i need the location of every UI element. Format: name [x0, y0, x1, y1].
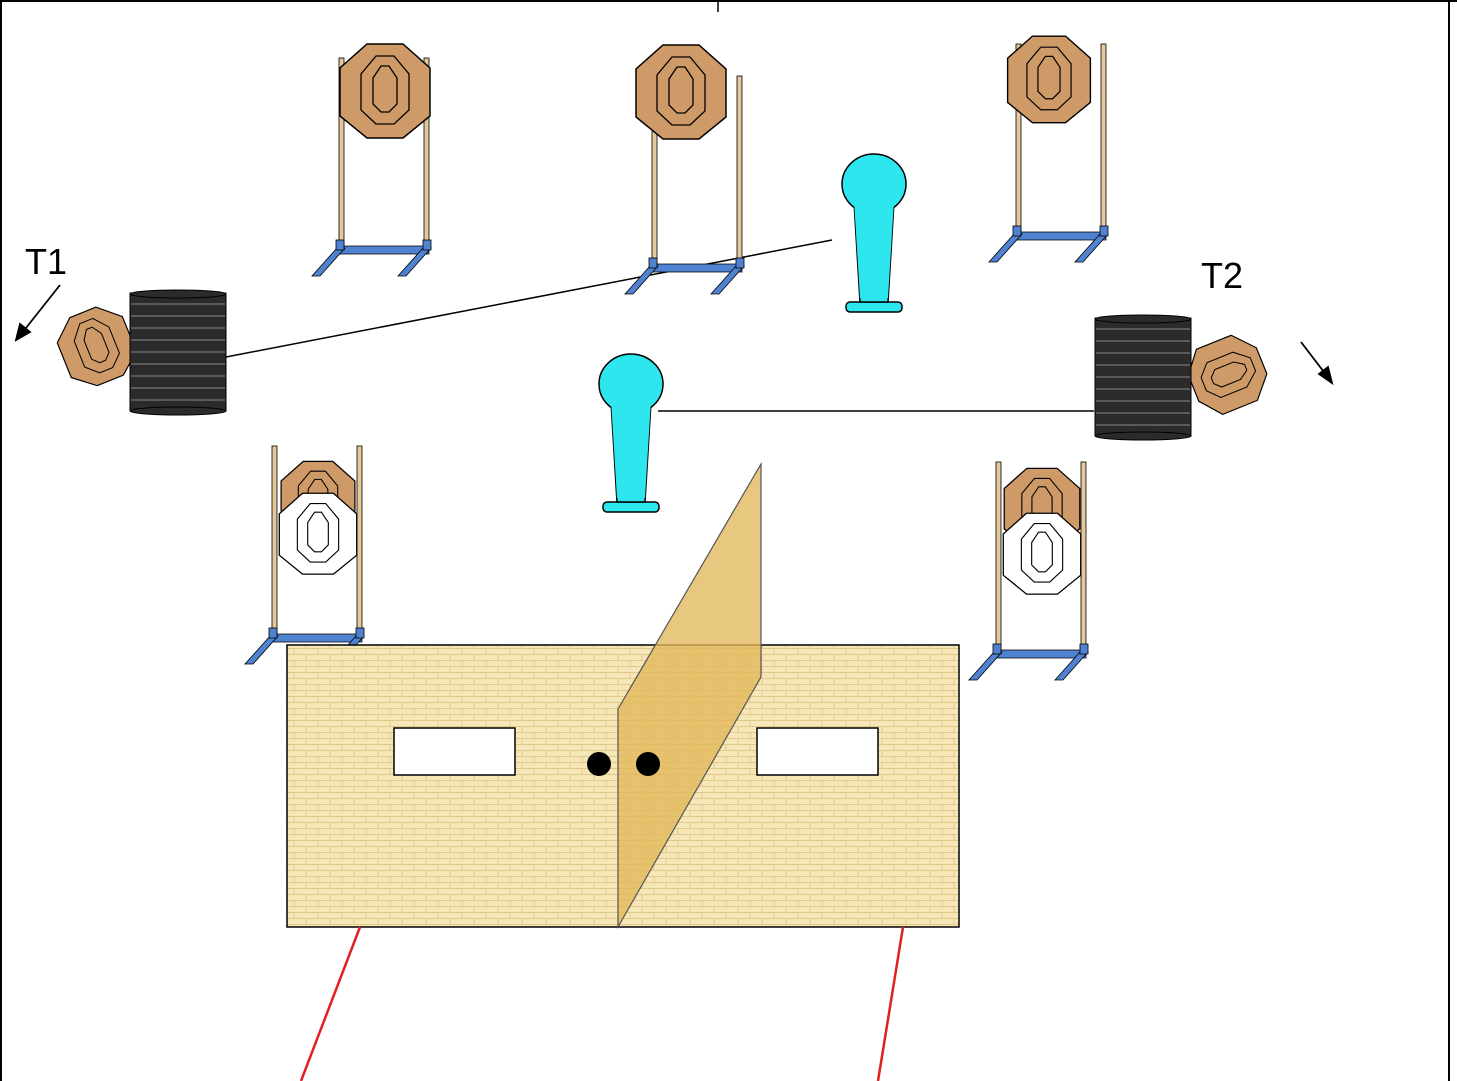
mover-t2 — [1094, 314, 1276, 441]
fault-line-left — [299, 926, 362, 1081]
target-noshoot-right — [968, 461, 1089, 681]
target-stand-2 — [624, 44, 745, 295]
port-left — [393, 727, 516, 776]
barrier-panel — [617, 461, 762, 930]
mover-t1 — [49, 289, 227, 416]
arrow-t2-icon — [1300, 341, 1334, 386]
target-stand-1 — [311, 43, 432, 277]
door-dot-1 — [587, 752, 611, 776]
target-noshoot-left — [244, 445, 365, 665]
popper-1 — [841, 153, 907, 313]
fault-line-right — [876, 926, 905, 1081]
label-t1: T1 — [25, 241, 67, 282]
target-stand-3 — [988, 35, 1109, 263]
door-dot-2 — [636, 752, 660, 776]
label-t2: T2 — [1201, 255, 1243, 296]
port-right — [756, 727, 879, 776]
arrow-t1-icon — [14, 284, 61, 342]
popper-2 — [598, 353, 664, 513]
activation-cable-t1 — [225, 239, 833, 358]
